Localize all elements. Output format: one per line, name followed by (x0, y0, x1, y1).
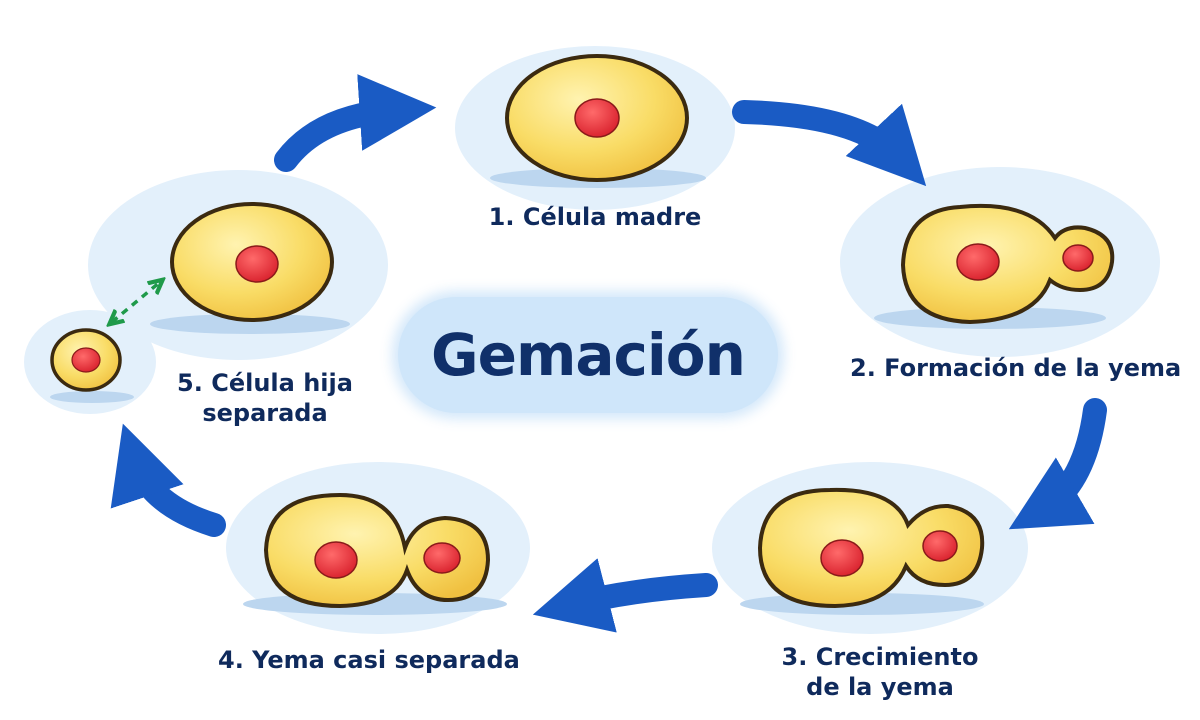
diagram-title: Gemación (431, 321, 746, 389)
cell-daughter (50, 328, 122, 392)
arrow-3-to-4 (532, 558, 718, 633)
step-2-label: 2. Formación de la yema (850, 353, 1181, 383)
step-3-label: 3. Crecimiento de la yema (770, 642, 990, 702)
nucleus (235, 245, 279, 283)
step-3-text-line2: de la yema (806, 673, 954, 701)
step-2-text: 2. Formación de la yema (850, 354, 1182, 382)
cell-bud-forming (900, 203, 1115, 325)
nucleus (314, 541, 358, 579)
bud-nucleus (1062, 244, 1094, 272)
step-1-text: 1. Célula madre (488, 203, 702, 231)
nucleus (820, 539, 864, 577)
arrow-2-to-3 (1008, 398, 1107, 530)
step-3-text-line1: 3. Crecimiento (781, 643, 979, 671)
arrow-5-to-1 (274, 74, 437, 172)
step-5-text-line1: 5. Célula hija (177, 369, 353, 397)
nucleus (574, 98, 620, 138)
cell-bud-nearly-separated (263, 492, 491, 609)
arrow-1-to-2 (732, 100, 927, 187)
step-4-label: 4. Yema casi separada (218, 645, 520, 675)
separation-arrow (112, 282, 160, 322)
nucleus (956, 243, 1000, 281)
step-1-label: 1. Célula madre (470, 202, 720, 232)
cell-separated-mother (170, 202, 334, 322)
bud-nucleus (423, 542, 461, 574)
bud-nucleus (922, 530, 958, 562)
cell-bud-growing (757, 487, 985, 609)
step-5-text-line2: separada (202, 399, 328, 427)
step-5-label: 5. Célula hija separada (160, 368, 370, 428)
cell-mother (505, 54, 689, 182)
arrow-4-to-5 (110, 423, 226, 537)
nucleus (71, 347, 101, 373)
step-4-text: 4. Yema casi separada (218, 646, 520, 674)
cycle-arrows (110, 74, 1107, 633)
title-pill: Gemación (398, 297, 778, 413)
